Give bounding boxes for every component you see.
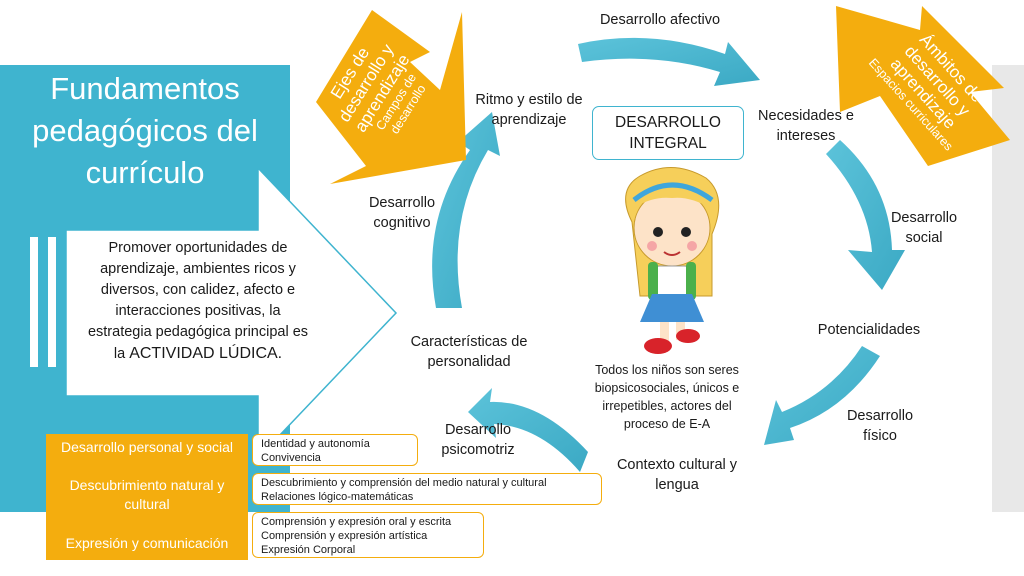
- girl-with-backpack-illustration: [625, 167, 720, 354]
- decorative-bar: [48, 237, 56, 367]
- label-caracteristicas-personalidad: Características de personalidad: [410, 334, 528, 370]
- promo-text: Promover oportunidades de aprendizaje, a…: [84, 238, 312, 365]
- ambito-items-box: Identidad y autonomía Convivencia: [252, 434, 418, 466]
- cycle-arrow: [764, 346, 880, 445]
- label-desarrollo-fisico: Desarrollo físico: [846, 408, 914, 444]
- center-note: Todos los niños son seres biopsicosocial…: [594, 363, 740, 431]
- cycle-arrow: [826, 140, 905, 290]
- left-banner-arrow: [316, 10, 466, 184]
- ambito-item: Identidad y autonomía: [261, 438, 370, 450]
- ambito-label: Desarrollo personal y social: [61, 439, 233, 455]
- ambito-item: Expresión Corporal: [261, 544, 356, 556]
- label-necesidades-intereses: Necesidades e intereses: [758, 108, 854, 144]
- ambito-items-box: Descubrimiento y comprensión del medio n…: [252, 473, 602, 505]
- label-desarrollo-social: Desarrollo social: [890, 210, 958, 246]
- label-desarrollo-cognitivo: Desarrollo cognitivo: [368, 195, 436, 231]
- cycle-arrow: [578, 37, 760, 86]
- promo-body: Promover oportunidades de aprendizaje, a…: [87, 240, 309, 362]
- ambito-label: Expresión y comunicación: [65, 535, 229, 551]
- ambito-item: Comprensión y expresión artística: [261, 530, 428, 542]
- label-desarrollo-psicomotriz: Desarrollo psicomotriz: [441, 422, 515, 458]
- label-potencialidades: Potencialidades: [817, 322, 921, 338]
- ambito-item: Descubrimiento y comprensión del medio n…: [261, 477, 547, 489]
- ambito-item: Comprensión y expresión oral y escrita: [261, 516, 452, 528]
- page-title: Fundamentos pedagógicos del currículo: [32, 71, 258, 190]
- label-ritmo-estilo: Ritmo y estilo de aprendizaje: [475, 92, 583, 128]
- chevron-arrow: [65, 168, 398, 458]
- ambito-label: Descubrimiento natural y cultural: [69, 477, 225, 512]
- desarrollo-integral-box: DESARROLLO INTEGRAL: [592, 106, 744, 160]
- right-banner-arrow: [836, 6, 1010, 166]
- cycle-arrow: [468, 388, 588, 472]
- decorative-bar: [30, 237, 38, 367]
- ambito-items-box: Comprensión y expresión oral y escrita C…: [252, 512, 484, 558]
- label-desarrollo-afectivo: Desarrollo afectivo: [599, 12, 721, 28]
- ambito-item: Convivencia: [261, 452, 321, 464]
- promo-highlight: ACTIVIDAD LÚDICA.: [129, 345, 283, 362]
- ambito-item: Relaciones lógico-matemáticas: [261, 491, 414, 503]
- cycle-arrow: [432, 112, 500, 308]
- ambitos-box: Desarrollo personal y social Descubrimie…: [46, 434, 248, 560]
- label-contexto-cultural: Contexto cultural y lengua: [616, 457, 738, 493]
